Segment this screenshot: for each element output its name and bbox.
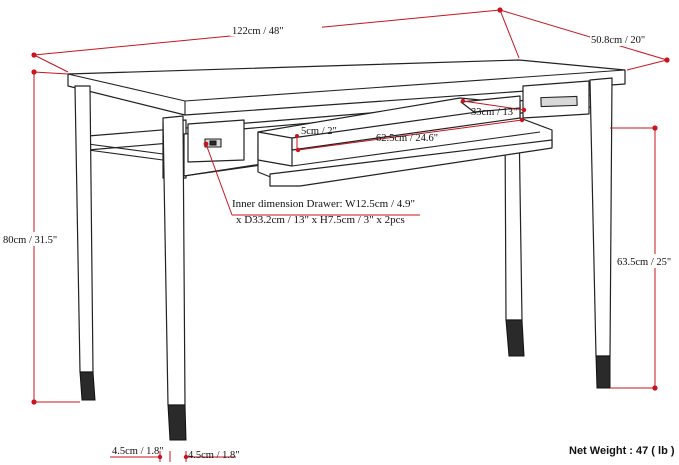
- leg-width-label: 4.5cm / 1.8": [112, 446, 164, 457]
- height-label: 80cm / 31.5": [3, 235, 57, 246]
- knee-height-label: 63.5cm / 25": [617, 257, 671, 268]
- right-drawer: [522, 80, 590, 119]
- rear-left-leg: [504, 119, 525, 357]
- tray-height-label: 5cm / 2": [301, 126, 337, 137]
- leg-depth-label: 4.5cm / 1.8": [188, 450, 240, 461]
- depth-label: 50.8cm / 20": [591, 35, 645, 46]
- desk-drawing: [67, 59, 626, 441]
- front-middle-leg: [162, 115, 187, 441]
- drawer-note-line2: x D33.2cm / 13" x H7.5cm / 3" x 2pcs: [236, 214, 405, 226]
- dimension-lines: [31, 7, 670, 462]
- width-label: 122cm / 48": [232, 26, 284, 37]
- tray-width-label: 62.5cm / 24.6": [376, 133, 438, 144]
- desktop: [67, 59, 626, 116]
- front-left-leg: [74, 85, 96, 401]
- dimension-labels: 122cm / 48" 50.8cm / 20" 80cm / 31.5" 63…: [2, 22, 678, 461]
- front-right-leg: [589, 77, 613, 389]
- drawer-note-line1: Inner dimension Drawer: W12.5cm / 4.9": [232, 198, 415, 210]
- tray-depth-label: 33cm / 13": [471, 107, 517, 118]
- left-drawer: [187, 119, 245, 163]
- keyboard-tray: [257, 95, 553, 187]
- net-weight-label: Net Weight : 47 ( lb ): [569, 445, 675, 457]
